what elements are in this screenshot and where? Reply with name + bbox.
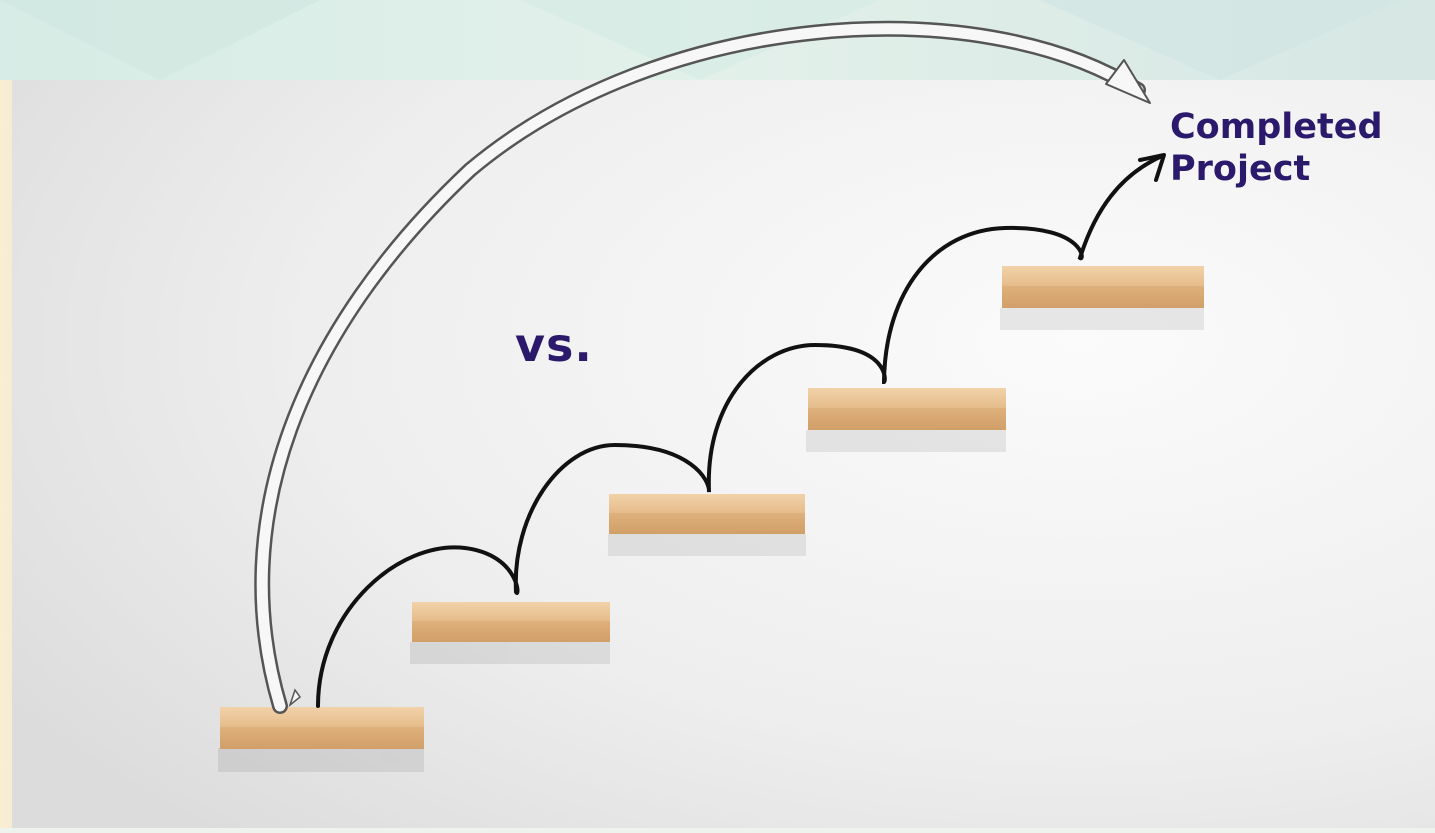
leap-arrow-tail [288, 688, 302, 708]
completed-label-line1: Completed [1170, 107, 1383, 147]
leap-arrow-body [256, 23, 1144, 712]
decor-triangle [0, 0, 320, 80]
versus-label: vs. [515, 318, 593, 372]
step-5 [1002, 266, 1204, 308]
decor-triangle [1040, 0, 1400, 80]
completed-label-line2: Project [1170, 149, 1311, 189]
step-4 [808, 388, 1006, 430]
incremental-arrowhead-icon [1138, 153, 1166, 182]
step-shadows [218, 308, 1204, 772]
wall-background [12, 80, 1435, 828]
step-3 [609, 494, 805, 534]
decor-triangle [520, 0, 880, 80]
step-1 [220, 707, 424, 749]
step-2 [412, 602, 610, 642]
incremental-path-arrow [316, 154, 1164, 708]
completed-project-label: Completed Project [1170, 106, 1383, 190]
leap-arrowhead-icon [1105, 59, 1151, 104]
left-strip [0, 80, 12, 828]
